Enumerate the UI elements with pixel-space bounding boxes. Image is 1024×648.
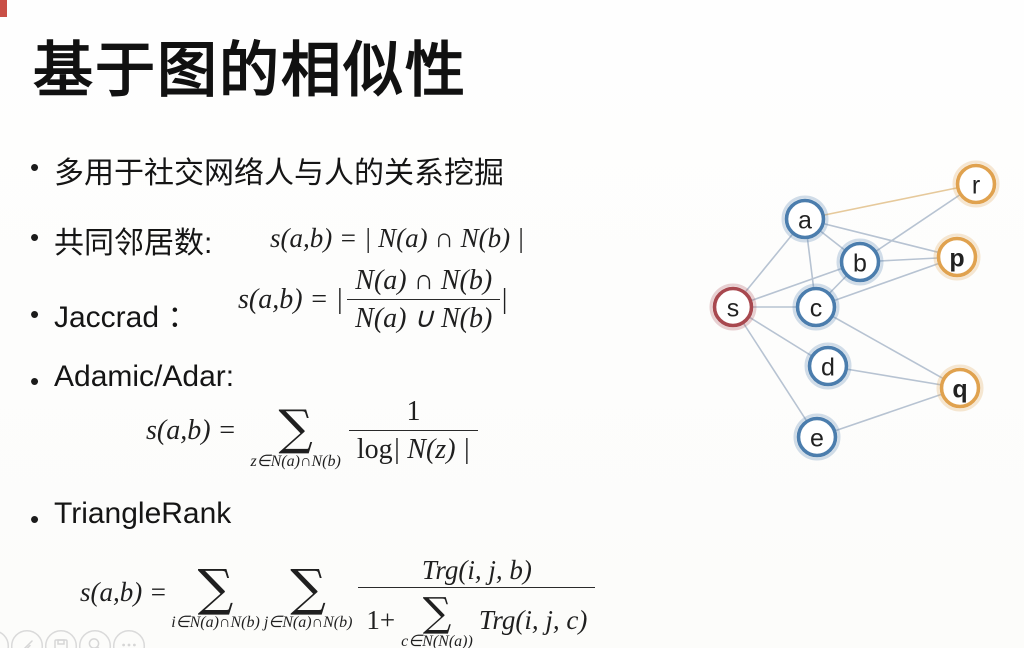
formula-trianglerank: s(a,b) = ∑ i∈N(a)∩N(b) ∑ j∈N(a)∩N(b) Trg… [80,534,596,648]
fraction: 1 log | N(z) | [348,395,479,467]
save-icon [54,639,68,648]
fraction: Trg(i, j, b) 1+ ∑ c∈N(N(a)) Trg(i, j, c) [358,554,596,648]
formula-lhs: s(a,b) = [146,414,237,446]
fraction-numerator: Trg(i, j, b) [358,554,596,589]
graph-node-label: a [798,207,812,235]
tool-button-zoom[interactable] [78,629,112,648]
graph-edge-s-e [732,306,818,438]
fraction-numerator: N(a) ∩ N(b) [347,264,501,300]
formula-adamic-adar: s(a,b) = ∑ z∈N(a)∩N(b) 1 log | N(z) | [146,392,479,470]
summation-limit: z∈N(a)∩N(b) [250,452,341,470]
graph-edge-s-b [732,261,861,308]
tool-button-more[interactable] [112,629,146,648]
graph-node-d: d [804,342,852,390]
bullet-label-common-neighbors: 共同邻居数: [54,227,213,260]
sigma-symbol: ∑ [290,559,326,618]
graph-node-label: b [853,250,867,278]
graph-node-b: b [836,238,884,286]
log-argument: | N(z) | [392,433,471,465]
bullet-dot: • [30,152,40,182]
tool-button-save[interactable] [44,629,78,648]
graph-edge-b-r [859,183,977,263]
graph-node-c: c [792,283,840,331]
fraction: N(a) ∩ N(b) N(a) ∪ N(b) [347,264,501,335]
edit-pencil-icon [23,640,33,648]
graph-node-label: e [810,425,824,453]
graph-node-q: q [936,364,984,412]
graph-node-label: s [727,295,740,323]
formula-close-bar: | [500,283,508,315]
summation-limit: j∈N(a)∩N(b) [263,613,353,631]
bullet-text-social-mining: 多用于社交网络人与人的关系挖掘 [54,157,504,190]
graph-node-label: c [810,295,823,323]
formula-lhs: s(a,b) = | [238,283,344,315]
sigma-symbol: ∑ [197,559,234,618]
summation-i: ∑ i∈N(a)∩N(b) [171,559,260,631]
formula-body: | N(a) ∩ N(b) | [363,223,525,253]
graph-edge-e-q [816,387,961,438]
summation-limit: c∈N(N(a)) [401,633,473,648]
formula-lhs: s(a,b) = [270,223,358,253]
denominator-term: Trg(i, j, c) [478,605,588,636]
partial-circle-icon [0,631,10,648]
graph-node-r: r [952,160,1000,208]
graph-node-label: q [952,376,967,404]
graph-node-p: p [933,233,981,281]
summation-c: ∑ c∈N(N(a)) [401,590,473,648]
similarity-graph: s a b c d e r p q [709,160,1000,461]
graph-node-a: a [781,195,829,243]
bullet-dot: • [30,366,40,396]
graph-edge-c-p [815,256,958,308]
graph-node-label: d [821,354,835,382]
graph-edge-a-r [804,183,977,220]
fraction-denominator: 1+ ∑ c∈N(N(a)) Trg(i, j, c) [358,588,595,648]
tool-button-partial[interactable] [0,631,10,648]
fraction-denominator: log | N(z) | [349,431,478,467]
graph-edge-c-q [815,306,961,389]
fraction-numerator: 1 [348,395,479,431]
graph-node-label: r [972,172,980,200]
bullet-dot: • [30,222,40,252]
formula-common-neighbors: s(a,b) = | N(a) ∩ N(b) | [270,223,524,254]
bullet-dot: • [30,504,40,534]
viewer-toolbar [0,629,146,648]
summation-j: ∑ j∈N(a)∩N(b) [263,559,353,631]
sigma-symbol: ∑ [278,400,313,456]
log-operator: log [356,433,393,465]
slide-title: 基于图的相似性 [33,37,467,104]
formula-lhs: s(a,b) = [80,576,168,607]
tool-button-edit[interactable] [10,629,44,648]
summation: ∑ z∈N(a)∩N(b) [250,400,341,470]
formula-jaccard: s(a,b) = | N(a) ∩ N(b) N(a) ∪ N(b) | [238,264,508,335]
bullet-label-jaccard: Jaccrad ： [54,301,198,334]
graph-edge-a-p [804,218,958,258]
bullet-label-trianglerank: TriangleRank [54,497,232,530]
graph-edge-d-q [827,365,961,389]
more-options-icon [122,643,136,647]
graph-node-s: s [709,283,757,331]
graph-node-label: p [949,245,964,273]
bullet-dot: • [30,299,40,329]
one-plus: 1+ [366,605,396,636]
fraction-denominator: N(a) ∪ N(b) [355,302,493,334]
magnifier-icon [88,638,100,648]
bullet-label-adamic-adar: Adamic/Adar: [54,360,235,393]
graph-node-e: e [793,413,841,461]
corner-mark [0,0,7,17]
summation-limit: i∈N(a)∩N(b) [171,613,260,631]
sigma-symbol: ∑ [422,590,452,637]
